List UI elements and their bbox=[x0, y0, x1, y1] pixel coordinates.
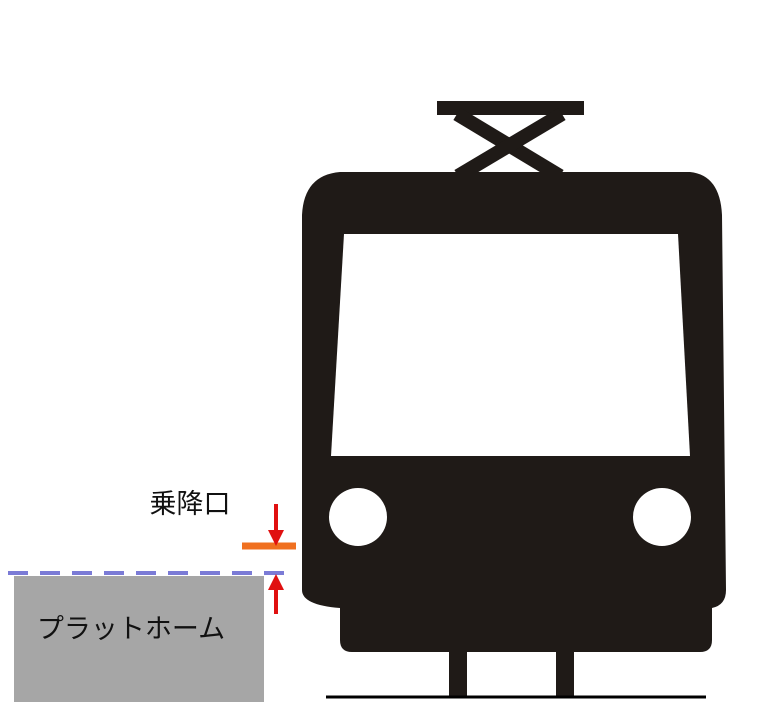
arrow-down-icon bbox=[268, 530, 284, 546]
windshield bbox=[331, 234, 690, 456]
headlight-icon bbox=[329, 488, 387, 546]
gap-marker bbox=[242, 504, 296, 614]
wheel-right bbox=[556, 652, 574, 698]
platform-label: プラットホーム bbox=[37, 614, 225, 645]
pantograph-icon bbox=[437, 101, 584, 183]
wheel-left bbox=[449, 652, 467, 698]
headlight-icon bbox=[633, 488, 691, 546]
platform-block bbox=[14, 576, 264, 702]
streetcar-front-icon bbox=[302, 172, 726, 652]
boarding-door-label: 乗降口 bbox=[150, 489, 231, 520]
arrow-up-icon bbox=[268, 574, 284, 590]
